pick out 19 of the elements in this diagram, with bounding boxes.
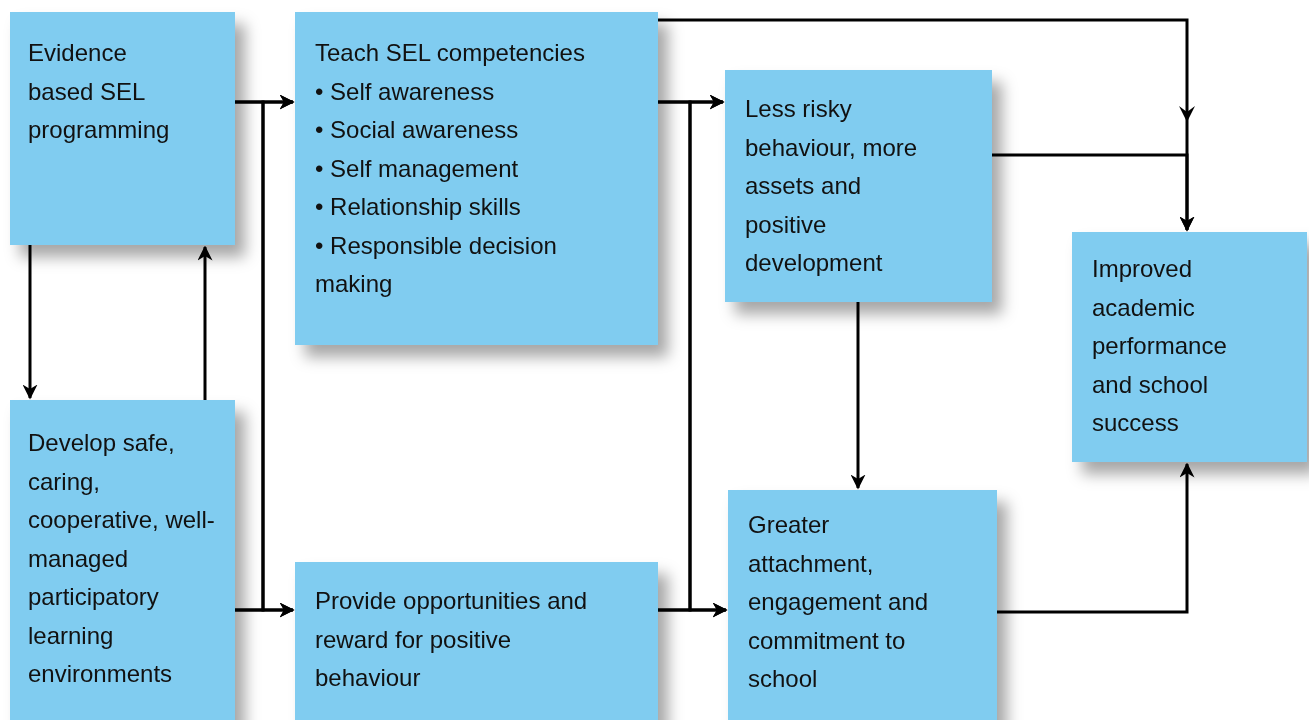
box-text: Develop safe, caring, cooperative, well-managed participatory learning environments <box>28 428 216 689</box>
bullet-item: • Self awareness <box>315 76 496 107</box>
box-text: Provide opportunities and reward for positive behaviour <box>315 586 589 693</box>
box-text: Evidence based SEL programming <box>28 38 171 145</box>
process-box <box>295 562 658 720</box>
bullet-item: • Responsible decision making <box>315 230 558 299</box>
bullet-item: • Relationship skills <box>315 192 522 222</box>
process-box <box>1072 232 1307 462</box>
box-text: Less risky behaviour, more assets and positive development <box>745 94 919 278</box>
bullet-item: • Social awareness <box>315 115 520 145</box>
box-heading: Teach SEL competencies <box>315 38 586 68</box>
bullet-item: • Self management <box>315 153 520 184</box>
process-box <box>725 70 992 302</box>
process-box <box>10 400 235 720</box>
process-box <box>728 490 997 720</box>
process-box <box>10 12 235 245</box>
box-text: Greater attachment, engagement and commitment to school <box>748 510 930 694</box>
box-text: Improved academic performance and school success <box>1092 254 1228 438</box>
process-box <box>295 12 658 345</box>
